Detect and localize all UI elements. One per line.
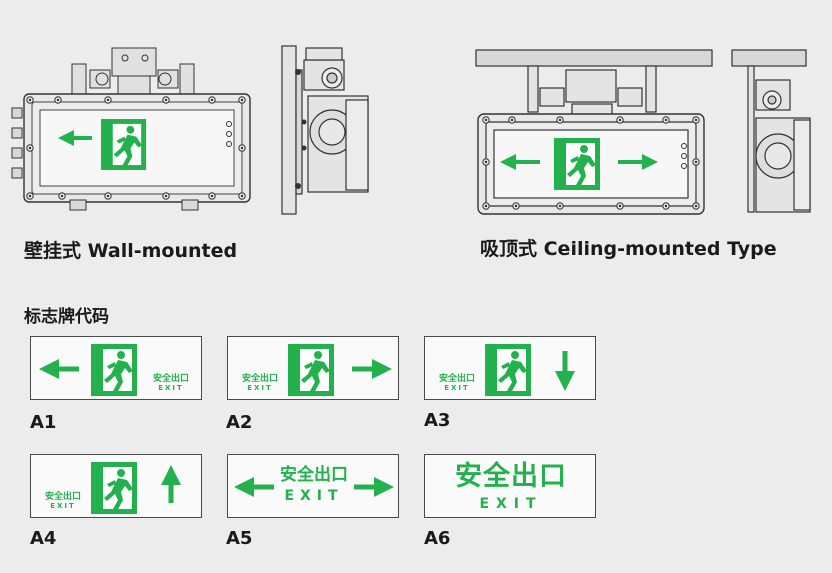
sign-a2-exit-cn: 安全出口 bbox=[241, 374, 278, 384]
sign-a2-exit-en: EXIT bbox=[247, 384, 273, 392]
sign-code-a5: A5 bbox=[226, 528, 253, 549]
sign-a4-exit-en: EXIT bbox=[50, 502, 76, 510]
sign-panel-a1: 安全出口 EXIT bbox=[30, 336, 202, 400]
sign-code-a2: A2 bbox=[226, 412, 253, 433]
sign-code-a1: A1 bbox=[30, 412, 57, 433]
sign-code-a4: A4 bbox=[30, 528, 57, 549]
sign-code-a6: A6 bbox=[424, 528, 451, 549]
sign-a5-exit-en: EXIT bbox=[284, 488, 344, 504]
ceiling-side-view bbox=[731, 49, 811, 213]
sign-panel-a2: 安全出口 EXIT bbox=[227, 336, 399, 400]
sign-code-a3: A3 bbox=[424, 410, 451, 431]
sign-a6-exit-cn: 安全出口 bbox=[455, 461, 567, 492]
sign-a5-exit-cn: 安全出口 bbox=[280, 465, 348, 485]
sign-a4-exit-cn: 安全出口 bbox=[44, 492, 81, 502]
sign-panel-a6: 安全出口 EXIT bbox=[424, 454, 596, 518]
sign-a6-exit-en: EXIT bbox=[479, 496, 543, 512]
sign-a2-graphic bbox=[288, 344, 392, 396]
wall-housing-top-fittings bbox=[71, 47, 195, 95]
sign-a1-exit-cn: 安全出口 bbox=[152, 374, 189, 384]
sign-a1-graphic bbox=[39, 344, 137, 396]
sign-a4-graphic bbox=[91, 462, 181, 514]
code-section-title: 标志牌代码 bbox=[24, 307, 109, 327]
sign-a1-exit-en: EXIT bbox=[158, 384, 184, 392]
sign-a3-exit-cn: 安全出口 bbox=[438, 374, 475, 384]
sign-panel-a3: 安全出口 EXIT bbox=[424, 336, 596, 400]
sign-a5-graphic bbox=[234, 477, 394, 497]
wall-mounted-label: 壁挂式 Wall-mounted bbox=[24, 240, 238, 262]
sign-a3-exit-en: EXIT bbox=[444, 384, 470, 392]
sign-panel-a5: 安全出口 EXIT bbox=[227, 454, 399, 518]
ceiling-mounted-label: 吸顶式 Ceiling-mounted Type bbox=[480, 238, 777, 260]
wall-side-view bbox=[281, 45, 369, 215]
sign-panel-a4: 安全出口 EXIT bbox=[30, 454, 202, 518]
sign-a3-graphic bbox=[485, 344, 575, 396]
